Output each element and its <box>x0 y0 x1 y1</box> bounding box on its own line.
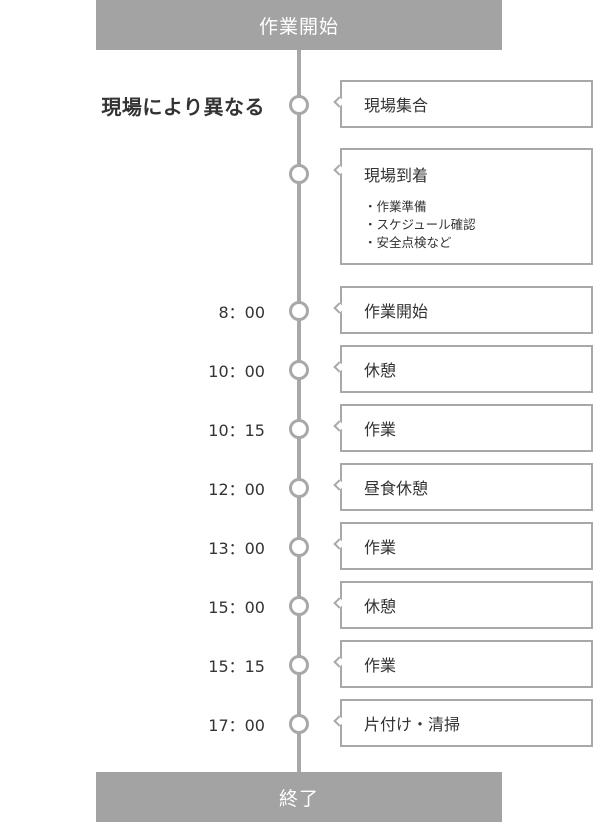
timeline-node <box>289 164 309 184</box>
schedule-title: 昼食休憩 <box>364 479 429 498</box>
timeline-node <box>289 537 309 557</box>
card-pointer <box>333 96 345 108</box>
time-label: 10：00 <box>208 362 265 381</box>
schedule-title: 片付け・清掃 <box>364 715 461 734</box>
schedule-card: 作業開始 <box>333 286 593 334</box>
card-pointer <box>333 715 345 727</box>
schedule-card: 作業 <box>333 404 593 452</box>
card-pointer <box>333 479 345 491</box>
schedule-title: 作業 <box>364 538 397 557</box>
schedule-card: 休憩 <box>333 345 593 393</box>
schedule-title: 作業 <box>364 420 397 439</box>
start-banner-label: 作業開始 <box>258 15 339 38</box>
card-pointer <box>333 164 345 176</box>
schedule-card: 昼食休憩 <box>333 463 593 511</box>
schedule-card: 現場集合 <box>333 80 593 128</box>
schedule-notes: 作業準備 スケジュール確認 安全点検など <box>364 198 591 252</box>
timeline-node <box>289 655 309 675</box>
card-pointer <box>333 656 345 668</box>
time-label: 13：00 <box>208 539 265 558</box>
time-label: 現場により異なる <box>101 95 265 119</box>
note-item: 作業準備 <box>364 198 591 216</box>
timeline-node <box>289 95 309 115</box>
card-pointer <box>333 597 345 609</box>
time-label: 10：15 <box>208 421 265 440</box>
schedule-card: 休憩 <box>333 581 593 629</box>
card-pointer <box>333 302 345 314</box>
schedule-title: 休憩 <box>364 597 397 616</box>
card-pointer <box>333 361 345 373</box>
end-banner: 終了 <box>96 772 502 822</box>
schedule-card: 片付け・清掃 <box>333 699 593 747</box>
timeline-node <box>289 301 309 321</box>
schedule-title: 休憩 <box>364 361 397 380</box>
schedule-card: 作業 <box>333 640 593 688</box>
start-banner: 作業開始 <box>96 0 502 50</box>
timeline-node <box>289 596 309 616</box>
time-label: 15：00 <box>208 598 265 617</box>
timeline-line <box>297 50 301 772</box>
schedule-card: 現場到着 作業準備 スケジュール確認 安全点検など <box>333 148 593 265</box>
schedule-title: 現場集合 <box>364 96 429 115</box>
timeline-node <box>289 478 309 498</box>
note-item: 安全点検など <box>364 234 591 252</box>
note-item: スケジュール確認 <box>364 216 591 234</box>
time-label: 12：00 <box>208 480 265 499</box>
schedule-title: 作業開始 <box>364 302 429 321</box>
time-label: 17：00 <box>208 716 265 735</box>
schedule-title: 作業 <box>364 656 397 675</box>
schedule-title: 現場到着 <box>364 166 429 185</box>
timeline-node <box>289 419 309 439</box>
card-pointer <box>333 420 345 432</box>
schedule-card: 作業 <box>333 522 593 570</box>
end-banner-label: 終了 <box>278 787 319 810</box>
time-label: 15：15 <box>208 657 265 676</box>
card-pointer <box>333 538 345 550</box>
timeline-node <box>289 714 309 734</box>
timeline-node <box>289 360 309 380</box>
time-label: 8：00 <box>218 303 265 322</box>
